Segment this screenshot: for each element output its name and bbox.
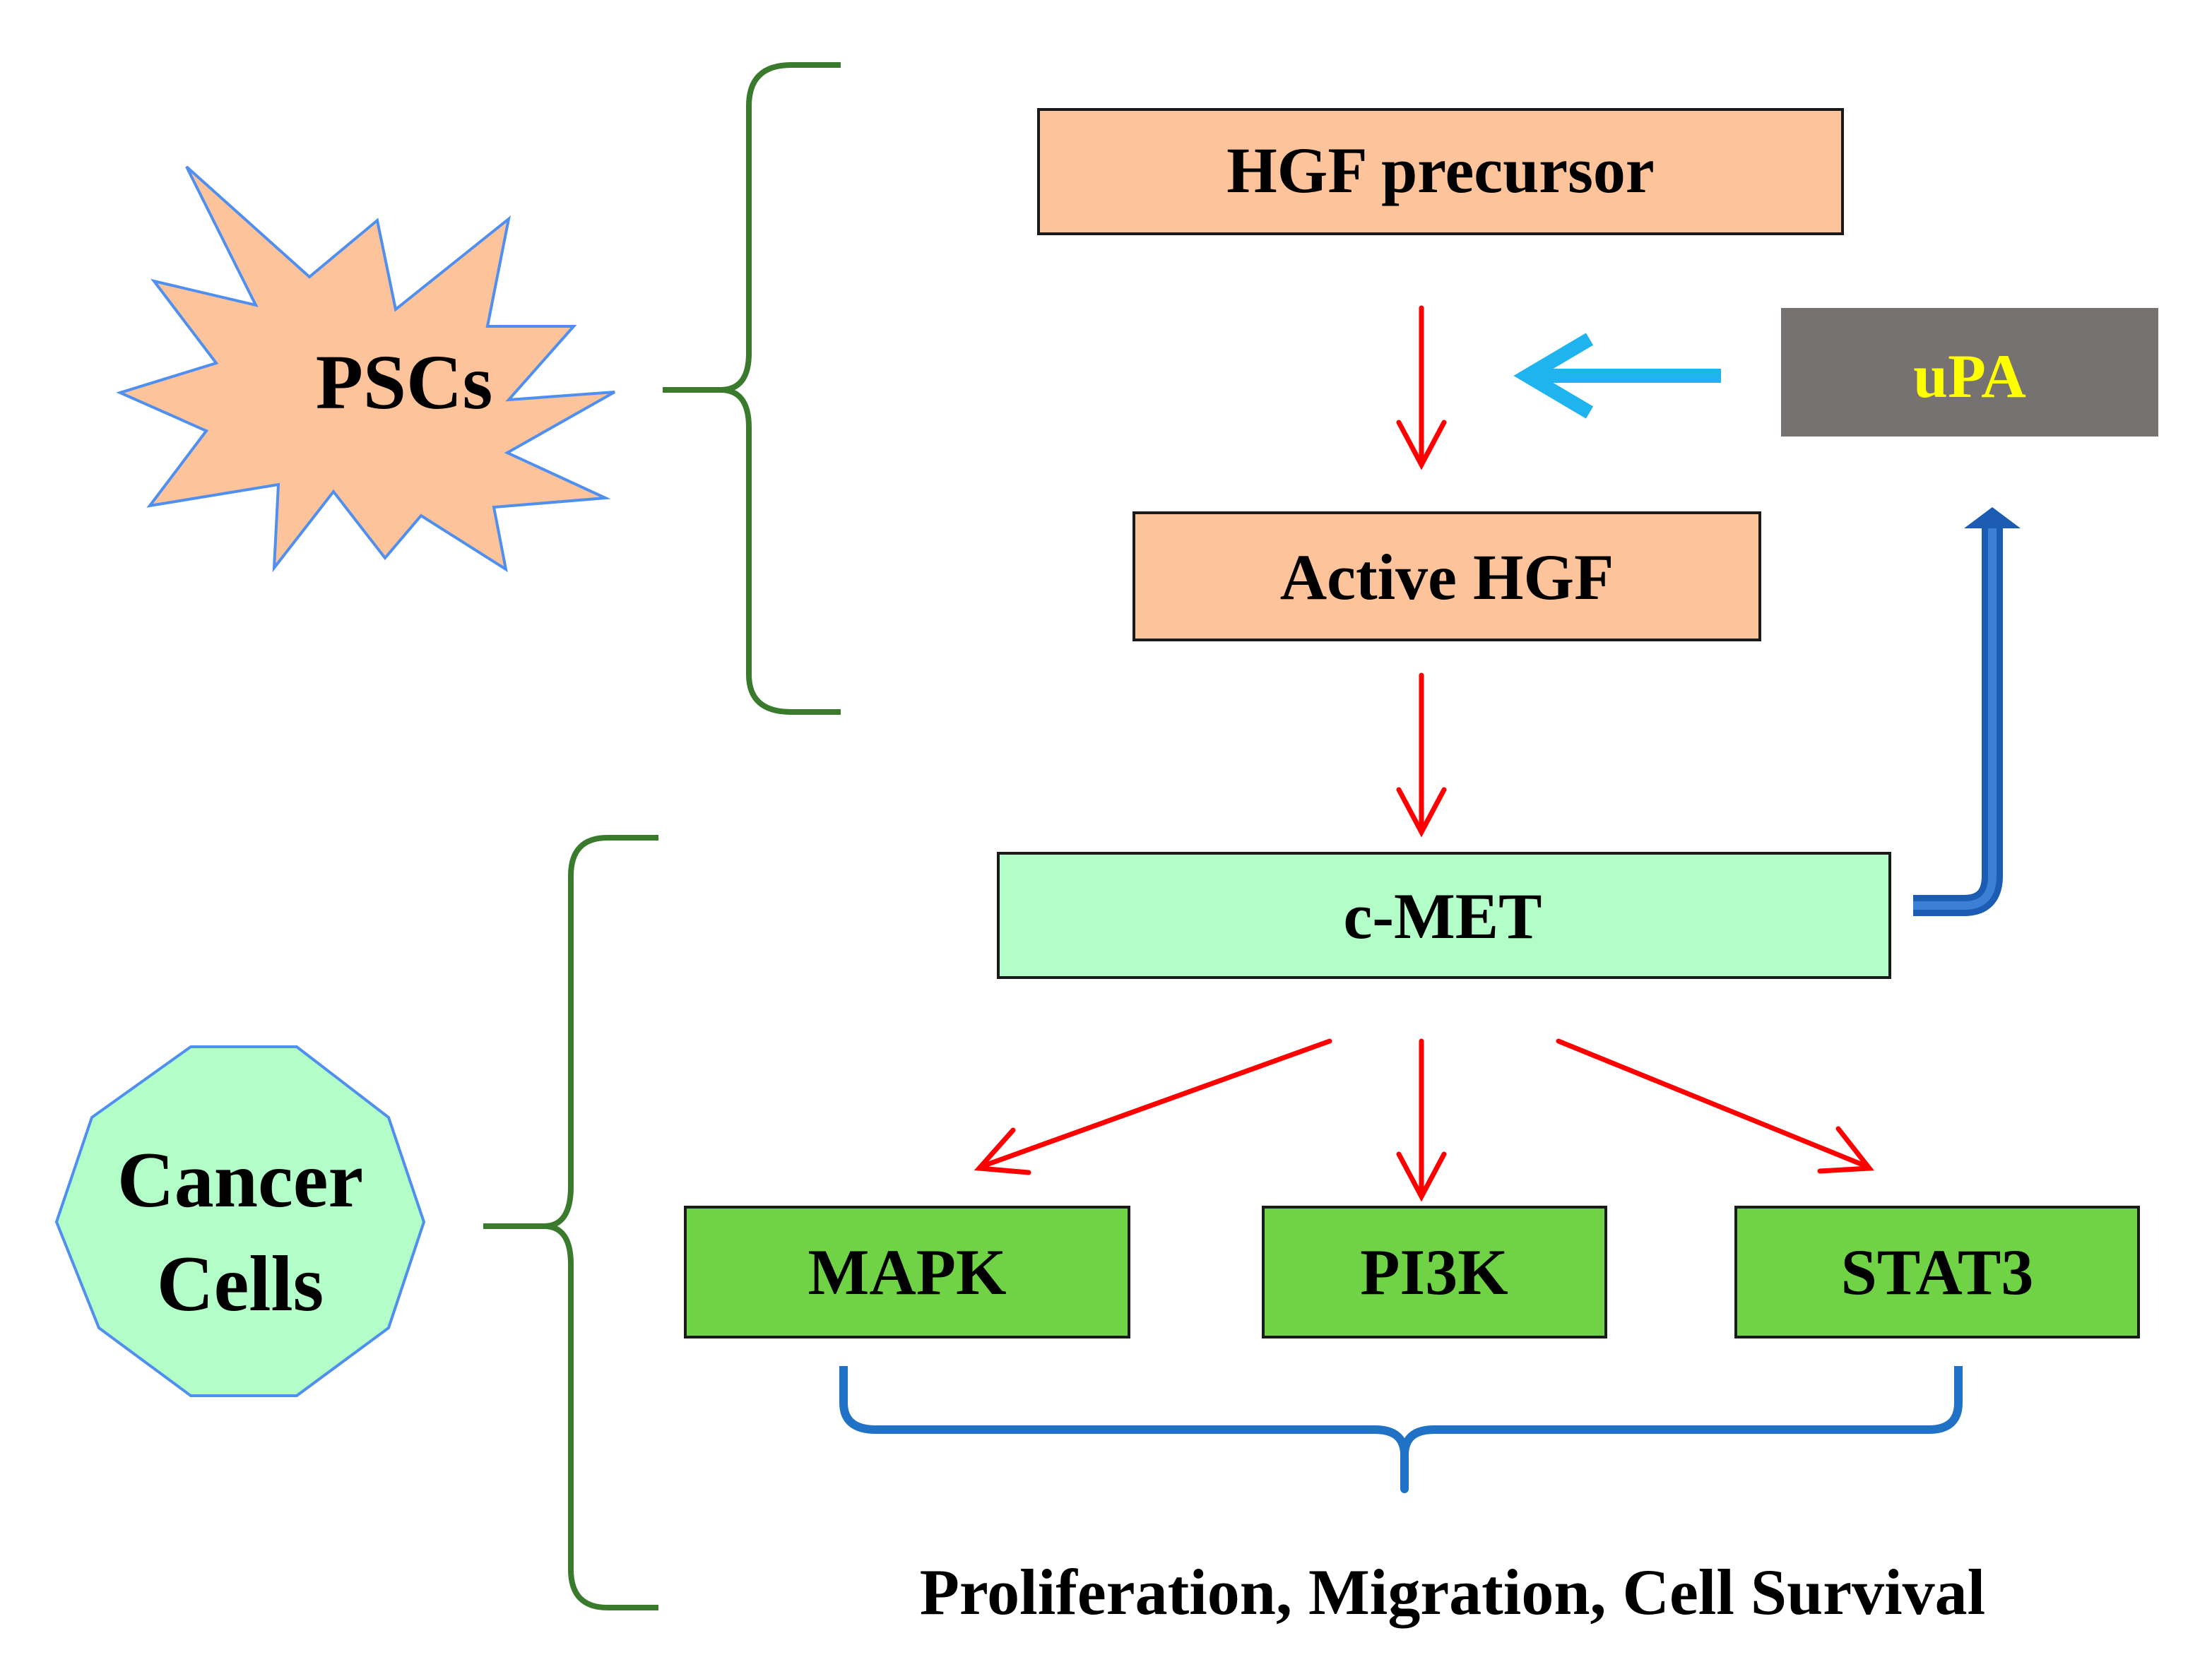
- mapk-box: MAPK: [684, 1206, 1130, 1338]
- cmet-label: c-MET: [1343, 880, 1542, 952]
- hgf-precursor-box: HGF precursor: [1037, 108, 1844, 235]
- arrow-cmet-to-pi3k: [1396, 1038, 1447, 1202]
- cancer-cells-shape: Cancer Cells: [54, 1045, 426, 1397]
- mapk-label: MAPK: [808, 1236, 1006, 1308]
- arrow-cmet-to-upa: [1913, 507, 2021, 916]
- hgf-precursor-label: HGF precursor: [1226, 134, 1655, 206]
- stat3-label: STAT3: [1841, 1236, 2034, 1308]
- cancer-cells-label-line2: Cells: [157, 1240, 324, 1328]
- active-hgf-label: Active HGF: [1280, 541, 1614, 613]
- pscs-star: PSCs: [116, 165, 615, 573]
- upa-box: uPA: [1781, 308, 2158, 437]
- arrow-precursor-to-active: [1396, 305, 1447, 470]
- arrow-cmet-to-stat3: [1556, 1038, 1874, 1174]
- arrow-upa-to-activation: [1513, 333, 1721, 419]
- active-hgf-box: Active HGF: [1132, 511, 1761, 641]
- stat3-box: STAT3: [1734, 1206, 2140, 1338]
- upa-label: uPA: [1913, 343, 2026, 411]
- arrow-cmet-to-mapk: [974, 1038, 1332, 1175]
- cancer-cells-label-line1: Cancer: [117, 1136, 363, 1224]
- pi3k-label: PI3K: [1360, 1236, 1508, 1308]
- outcome-label: Proliferation, Migration, Cell Survival: [920, 1556, 1985, 1628]
- arrow-active-to-cmet: [1396, 672, 1447, 838]
- cmet-box: c-MET: [997, 852, 1891, 979]
- pscs-bracket: [663, 62, 841, 715]
- cancer-cells-bracket: [483, 835, 658, 1610]
- pscs-label: PSCs: [316, 339, 493, 425]
- pi3k-box: PI3K: [1262, 1206, 1607, 1338]
- outcome-bracket: [839, 1366, 1963, 1493]
